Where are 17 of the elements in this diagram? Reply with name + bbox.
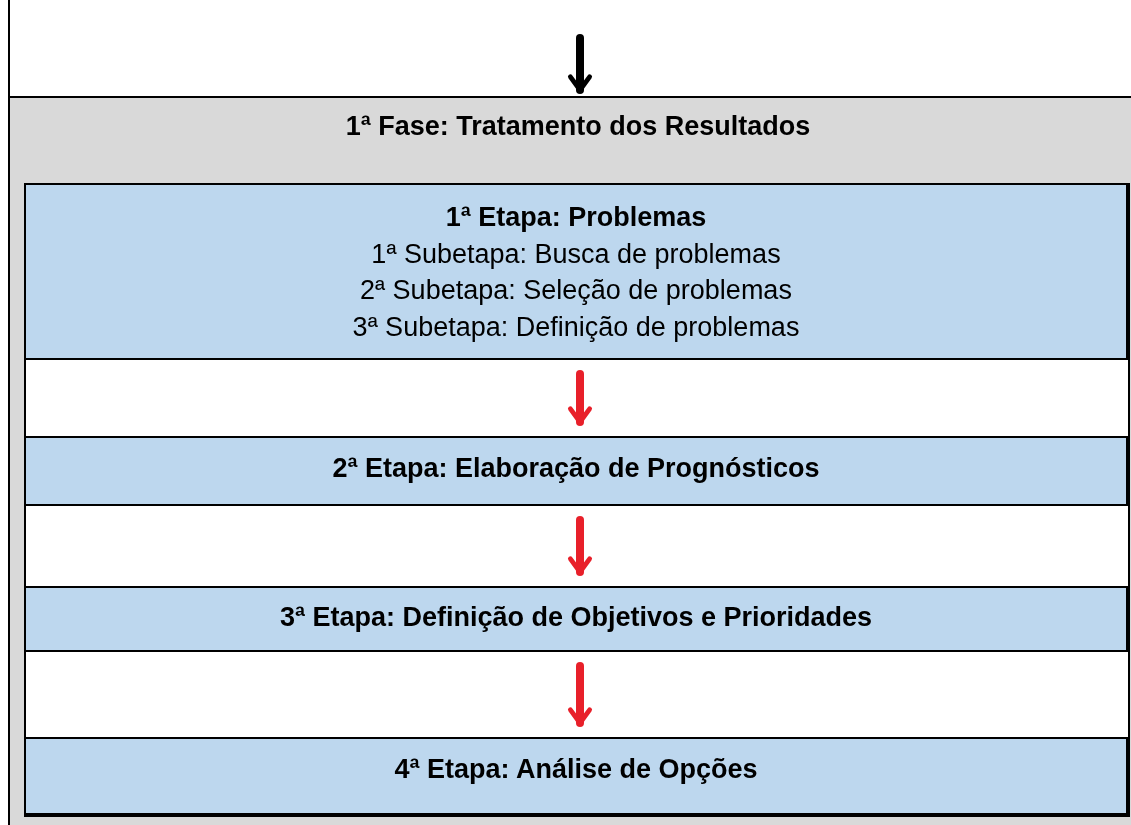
stage-box	[24, 586, 1128, 652]
substage-text: 1ª Subetapa: Busca de problemas	[371, 238, 781, 270]
arrow	[568, 34, 592, 94]
stage-title: 3ª Etapa: Definição de Objetivos e Prioridades	[279, 601, 873, 633]
arrow	[568, 662, 592, 727]
phase-title: 1ª Fase: Tratamento dos Resultados	[345, 110, 811, 142]
stage-title: 2ª Etapa: Elaboração de Prognósticos	[332, 452, 820, 484]
stage-title: 4ª Etapa: Análise de Opções	[394, 753, 758, 785]
substage-text: 3ª Subetapa: Definição de problemas	[352, 311, 800, 343]
arrow	[568, 516, 592, 576]
phase-panel	[8, 96, 1131, 825]
stage-title: 1ª Etapa: Problemas	[445, 201, 707, 233]
arrow	[568, 370, 592, 426]
stage-box	[24, 436, 1128, 506]
stage-box	[24, 737, 1128, 815]
stage-box	[24, 183, 1128, 360]
substage-text: 2ª Subetapa: Seleção de problemas	[360, 274, 792, 306]
